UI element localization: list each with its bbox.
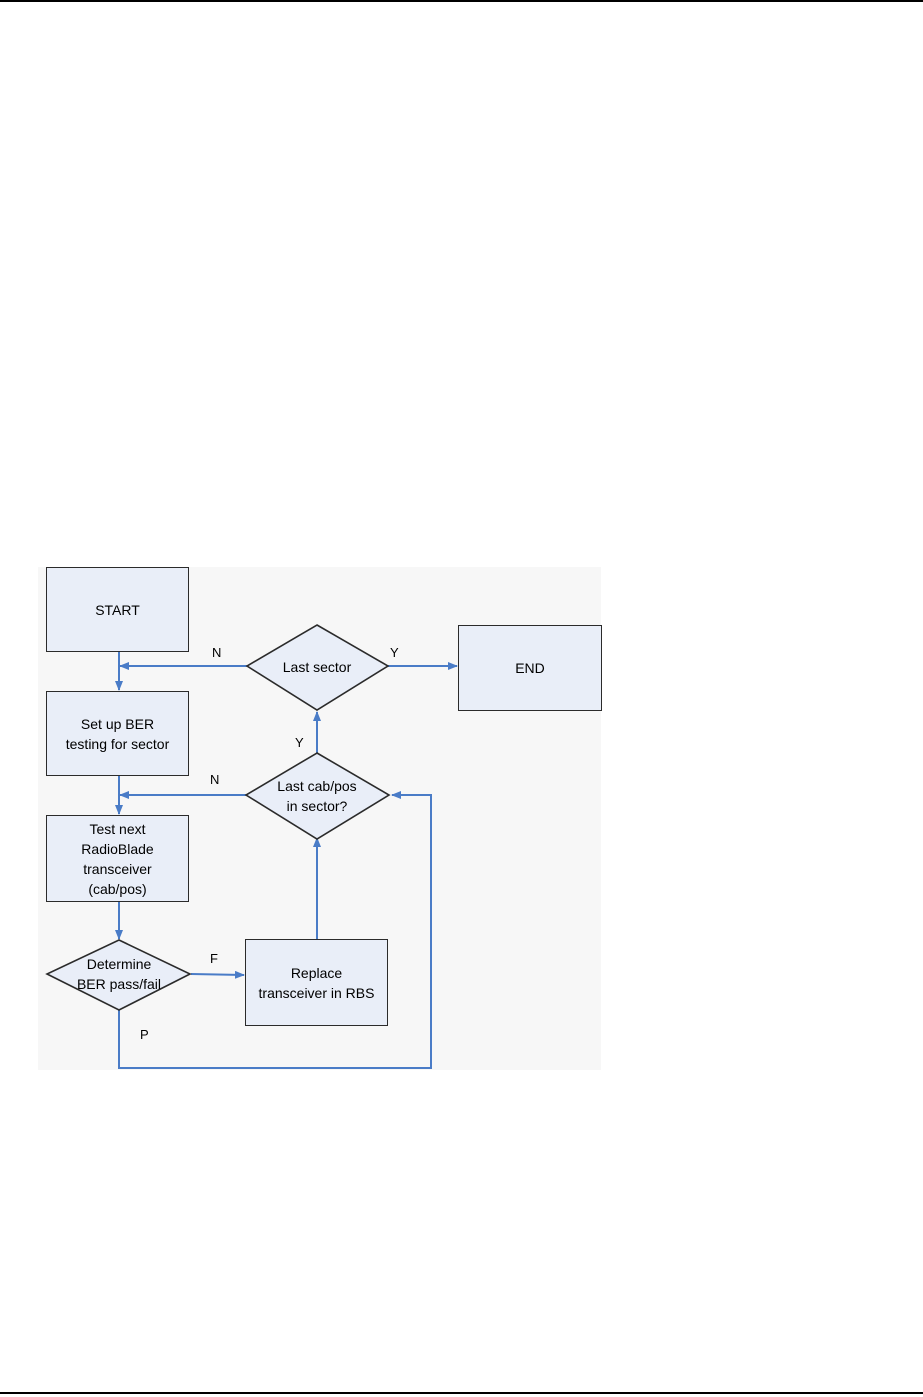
flowchart-figure: START END Set up BER testing for sector …	[38, 567, 601, 1070]
start-box: START	[46, 567, 189, 652]
test-next-transceiver-box: Test next RadioBlade transceiver (cab/po…	[46, 815, 189, 902]
replace-transceiver-box: Replace transceiver in RBS	[245, 939, 388, 1026]
last-sector-label: Last sector	[267, 657, 367, 677]
determine-ber-label: Determine BER pass/fail	[59, 954, 179, 994]
edge-label-last-sector-no: N	[212, 645, 221, 660]
edge-label-pass: P	[140, 1027, 149, 1042]
setup-ber-box: Set up BER testing for sector	[46, 691, 189, 776]
edge-label-last-cabpos-yes: Y	[295, 735, 304, 750]
arrow-fail-to-replace	[191, 974, 244, 975]
page-bottom-rule	[0, 1392, 923, 1394]
edge-label-last-sector-yes: Y	[390, 645, 399, 660]
page-top-rule	[0, 0, 923, 2]
end-box: END	[458, 625, 602, 711]
last-cabpos-label: Last cab/pos in sector?	[257, 776, 377, 816]
edge-label-fail: F	[210, 951, 218, 966]
edge-label-last-cabpos-no: N	[210, 772, 219, 787]
